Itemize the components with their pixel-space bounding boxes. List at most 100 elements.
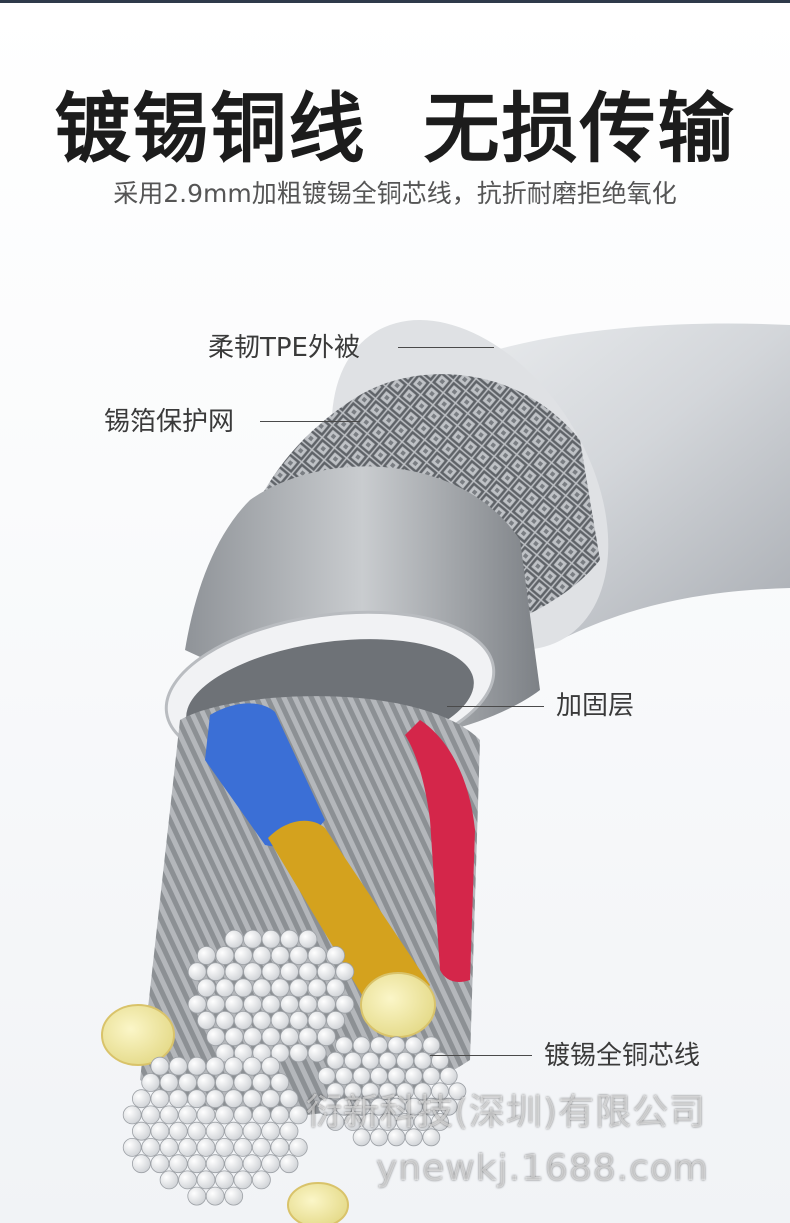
callout-foil-mesh: 锡箔保护网 bbox=[104, 407, 235, 437]
copper-strand-end bbox=[215, 1073, 234, 1092]
copper-strand-end bbox=[215, 1011, 235, 1030]
copper-strand-end bbox=[422, 1097, 441, 1116]
copper-strand-end bbox=[178, 1073, 198, 1092]
copper-strand-end bbox=[131, 1089, 151, 1109]
copper-strand-end bbox=[316, 962, 336, 982]
copper-strand-end bbox=[261, 962, 281, 982]
copper-strand-end bbox=[280, 994, 299, 1014]
copper-strand-end bbox=[261, 1027, 281, 1047]
watermark-site: ynewkj.1688.com bbox=[376, 1148, 709, 1189]
strand-end-cap bbox=[101, 1004, 175, 1066]
callout-copper-core: 镀锡全铜芯线 bbox=[544, 1041, 701, 1071]
copper-strand-end bbox=[316, 1027, 336, 1047]
copper-strand-end bbox=[243, 929, 263, 949]
copper-strand-end bbox=[187, 1154, 207, 1174]
copper-strand-end bbox=[404, 1128, 423, 1147]
copper-strand-end bbox=[361, 1113, 380, 1131]
copper-strand-end bbox=[215, 1170, 234, 1190]
copper-strand-end bbox=[224, 1121, 244, 1141]
copper-strand-end bbox=[279, 1121, 299, 1141]
copper-strand-end bbox=[205, 1121, 225, 1141]
copper-strand-end bbox=[326, 978, 346, 998]
copper-strand-end bbox=[131, 1121, 151, 1141]
copper-strand-end bbox=[233, 946, 253, 965]
callout-reinforcement: 加固层 bbox=[556, 691, 635, 721]
copper-strand-end bbox=[352, 1036, 371, 1055]
copper-strand-end bbox=[150, 1089, 170, 1109]
copper-strand-end bbox=[243, 994, 263, 1014]
copper-strand-end bbox=[178, 1138, 198, 1157]
copper-strand-end bbox=[131, 1154, 151, 1174]
copper-strand-end bbox=[233, 978, 253, 998]
subheadline: 采用2.9mm加粗镀锡全铜芯线，抗折耐磨拒绝氧化 bbox=[113, 179, 677, 208]
copper-strand-end bbox=[370, 1036, 388, 1055]
copper-strand-end bbox=[289, 1011, 309, 1030]
copper-strand-end bbox=[252, 946, 272, 965]
copper-strand-end bbox=[159, 1105, 179, 1125]
copper-strand-end bbox=[422, 1128, 441, 1147]
copper-strand-end bbox=[187, 1186, 207, 1206]
watermark-company: 衍新科技(深圳)有限公司 bbox=[306, 1092, 707, 1133]
copper-strand-end bbox=[150, 1154, 170, 1174]
copper-strand-end bbox=[396, 1082, 415, 1101]
copper-strand-end bbox=[261, 1154, 281, 1174]
strand-bundle-end bbox=[122, 1056, 308, 1206]
copper-strand-end bbox=[187, 962, 207, 982]
copper-strand-end bbox=[196, 1011, 216, 1030]
copper-strand-end bbox=[196, 1138, 216, 1157]
copper-strand-end bbox=[261, 994, 281, 1014]
copper-strand-end bbox=[251, 1073, 271, 1092]
copper-strand-end bbox=[270, 1105, 290, 1125]
copper-strand-end bbox=[326, 1082, 345, 1101]
copper-strand-end bbox=[251, 1170, 271, 1190]
copper-strand-end bbox=[215, 978, 235, 998]
copper-strand-end bbox=[270, 1138, 290, 1157]
copper-strand-end bbox=[316, 994, 336, 1014]
copper-strand-end bbox=[307, 978, 327, 998]
copper-strand-end bbox=[168, 1121, 188, 1141]
copper-strand-end bbox=[233, 1105, 253, 1125]
top-border bbox=[0, 0, 790, 3]
copper-strand-end bbox=[141, 1105, 161, 1125]
copper-strand-end bbox=[270, 946, 290, 965]
callout-outer-jacket: 柔韧TPE外被 bbox=[208, 333, 360, 363]
copper-strand-end bbox=[150, 1056, 170, 1076]
copper-strand-end bbox=[261, 929, 281, 949]
copper-strand-end bbox=[233, 1043, 253, 1063]
copper-strand-end bbox=[298, 1027, 318, 1047]
copper-strand-end bbox=[215, 946, 235, 965]
blue-wire-shape bbox=[205, 703, 325, 847]
copper-strand-end bbox=[439, 1097, 458, 1116]
copper-strand-end bbox=[298, 929, 318, 949]
copper-strand-end bbox=[224, 962, 244, 982]
copper-strand-end bbox=[270, 1011, 290, 1030]
copper-strand-end bbox=[187, 1121, 207, 1141]
copper-strand-end bbox=[168, 1089, 188, 1109]
copper-strand-end bbox=[122, 1105, 142, 1125]
copper-strand-end bbox=[242, 1121, 262, 1141]
copper-strand-end bbox=[439, 1067, 458, 1085]
copper-strand-end bbox=[224, 1186, 244, 1206]
copper-strand-end bbox=[307, 1043, 327, 1063]
copper-strand-end bbox=[335, 994, 355, 1014]
copper-strand-end bbox=[159, 1170, 179, 1190]
copper-strand-end bbox=[404, 1097, 423, 1116]
copper-strand-end bbox=[224, 994, 244, 1014]
copper-strand-end bbox=[270, 1043, 290, 1063]
copper-strand-end bbox=[404, 1036, 423, 1055]
copper-strand-end bbox=[205, 1186, 225, 1206]
copper-strand-end bbox=[289, 1043, 309, 1063]
copper-strand-end bbox=[431, 1051, 449, 1070]
copper-strand-end bbox=[289, 946, 309, 965]
copper-strand-end bbox=[326, 1051, 345, 1070]
copper-strand-end bbox=[270, 978, 290, 998]
copper-strand-end bbox=[370, 1067, 388, 1085]
copper-strand-end bbox=[361, 1082, 380, 1101]
copper-strand-end bbox=[252, 978, 272, 998]
copper-strand-end bbox=[307, 946, 327, 965]
copper-strand-end bbox=[215, 1043, 235, 1063]
copper-strand-end bbox=[196, 1170, 216, 1190]
headline: 镀锡铜线 无损传输 bbox=[54, 84, 736, 173]
